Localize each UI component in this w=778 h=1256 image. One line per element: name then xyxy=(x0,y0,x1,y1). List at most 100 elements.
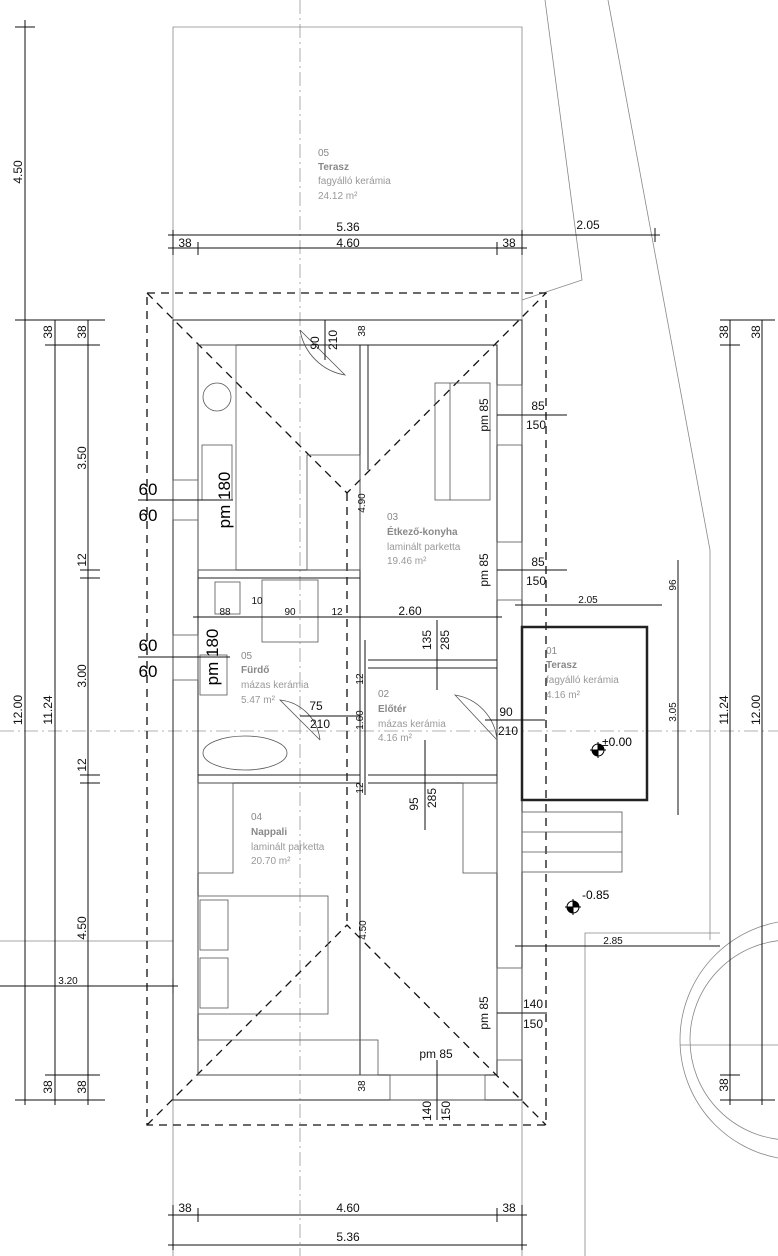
win1-w: 85 xyxy=(531,399,545,413)
dim-t-285: 2.85 xyxy=(603,936,623,947)
room-material: laminált parketta xyxy=(387,542,461,553)
room-name: Terasz xyxy=(318,162,349,173)
dim-top-terrace: 2.05 xyxy=(576,218,600,232)
room-number: 04 xyxy=(251,812,263,823)
room-area: 24.12 m² xyxy=(318,191,358,202)
dim-right-38a: 38 xyxy=(717,325,731,339)
boundary-stair xyxy=(584,932,720,1256)
win1-h: 150 xyxy=(526,418,546,432)
room-material: fagyálló kerámia xyxy=(318,176,391,187)
room-number: 01 xyxy=(546,646,558,657)
dim-right-38b: 38 xyxy=(749,325,763,339)
wardrobe xyxy=(197,782,234,874)
dim-c-260: 2.60 xyxy=(398,604,422,618)
liv-w: 140 xyxy=(523,997,543,1011)
tv-cabinet xyxy=(462,782,498,874)
washbasin xyxy=(199,654,228,696)
room-label-hall: 02 Előtér mázas kerámia 4.16 m² xyxy=(378,689,446,744)
bed xyxy=(197,895,329,1015)
level-marker-ground xyxy=(565,899,581,915)
room-material: mázas kerámia xyxy=(241,680,309,691)
win2-w: 85 xyxy=(531,555,545,569)
dim-left-38b: 38 xyxy=(75,325,89,339)
dim-c-88: 88 xyxy=(219,607,231,618)
win1-pm: pm 85 xyxy=(477,398,491,432)
kw-a: 60 xyxy=(139,480,158,499)
kitchen-hob xyxy=(202,382,232,412)
room-material: mázas kerámia xyxy=(378,719,446,730)
dim-top-mid: 4.60 xyxy=(336,236,360,250)
bed-pillow-2 xyxy=(199,957,229,1009)
site-line-b xyxy=(607,0,711,940)
window-2 xyxy=(496,541,523,601)
bottom-shelf xyxy=(197,1039,379,1076)
dim-t-96: 96 xyxy=(668,579,679,591)
right-dimension-chain xyxy=(720,319,775,1105)
level-ground-label: -0.85 xyxy=(582,888,610,902)
room-label-bath: 05 Fürdő mázas kerámia 5.47 m² xyxy=(241,651,309,706)
dim-c-490: 4.90 xyxy=(357,493,368,513)
dim-right-total: 12.00 xyxy=(749,695,763,725)
kitchen-counter xyxy=(197,344,237,571)
dim-c-12v1: 12 xyxy=(355,673,366,685)
dim-c-38b: 38 xyxy=(357,1080,368,1092)
dim-bot-right: 38 xyxy=(502,1201,516,1215)
bw-a: 60 xyxy=(139,636,158,655)
terrace-top-outline xyxy=(172,26,523,320)
dim-t-205: 2.05 xyxy=(578,595,598,606)
dim-c-135: 135 xyxy=(420,630,434,650)
dim-c-12: 12 xyxy=(331,607,343,618)
room-area: 5.47 m² xyxy=(241,695,276,706)
dim-left-inner: 11.24 xyxy=(41,695,55,724)
dim-bot-total: 5.36 xyxy=(336,1230,360,1244)
dim-c-38: 38 xyxy=(357,325,368,337)
bot-pm: pm 85 xyxy=(419,1047,453,1061)
liv-pm: pm 85 xyxy=(477,996,491,1030)
dim-left-terrace: 4.50 xyxy=(11,160,25,184)
dim-left-300: 3.00 xyxy=(75,664,89,688)
entrance-door xyxy=(453,694,498,741)
living-window xyxy=(496,967,523,1061)
room-name: Fürdő xyxy=(241,665,269,676)
terrace-right-wall xyxy=(520,625,649,802)
dim-left-350: 3.50 xyxy=(75,446,89,470)
bd-w: 75 xyxy=(309,699,323,713)
shower xyxy=(261,579,319,643)
room-name: Nappali xyxy=(251,827,287,838)
bathtub xyxy=(202,735,288,771)
terrace-right-steps xyxy=(521,811,623,873)
room-area: 4.16 m² xyxy=(378,733,413,744)
left-dimension-chain xyxy=(15,20,105,1105)
dim-left-12a: 12 xyxy=(75,553,89,567)
kw-pm: pm 180 xyxy=(215,472,234,529)
roof-hip-2 xyxy=(146,924,547,1126)
k-door-h: 210 xyxy=(326,330,340,350)
dim-top-left: 38 xyxy=(178,236,192,250)
tree-circle-inner xyxy=(689,940,778,1140)
dim-w-320: 3.20 xyxy=(58,976,78,987)
room-number: 03 xyxy=(387,512,399,523)
room-name: Terasz xyxy=(546,660,577,671)
dim-t-305: 3.05 xyxy=(668,702,679,722)
bw-b: 60 xyxy=(139,662,158,681)
dim-c-10: 10 xyxy=(251,596,263,607)
site-line-a xyxy=(521,0,583,301)
top-dimension-chain xyxy=(168,228,660,255)
dim-left-total: 12.00 xyxy=(11,695,25,725)
dim-bot-mid: 4.60 xyxy=(336,1201,360,1215)
ed-w: 90 xyxy=(499,705,513,719)
roof-hip-1 xyxy=(146,292,547,494)
kw-b: 60 xyxy=(139,506,158,525)
kitchen-island xyxy=(306,454,361,571)
room-number: 05 xyxy=(241,651,253,662)
room-number: 05 xyxy=(318,148,330,159)
dim-left-12b: 12 xyxy=(75,758,89,772)
room-label-terrace-top: 05 Terasz fagyálló kerámia 24.12 m² xyxy=(318,148,391,202)
dim-c-140: 140 xyxy=(420,1101,434,1121)
room-name: Előtér xyxy=(378,704,406,715)
room-area: 20.70 m² xyxy=(251,856,291,867)
dim-c-450: 4.50 xyxy=(358,920,369,940)
room-area: 4.16 m² xyxy=(546,690,581,701)
dim-left-38a: 38 xyxy=(41,325,55,339)
